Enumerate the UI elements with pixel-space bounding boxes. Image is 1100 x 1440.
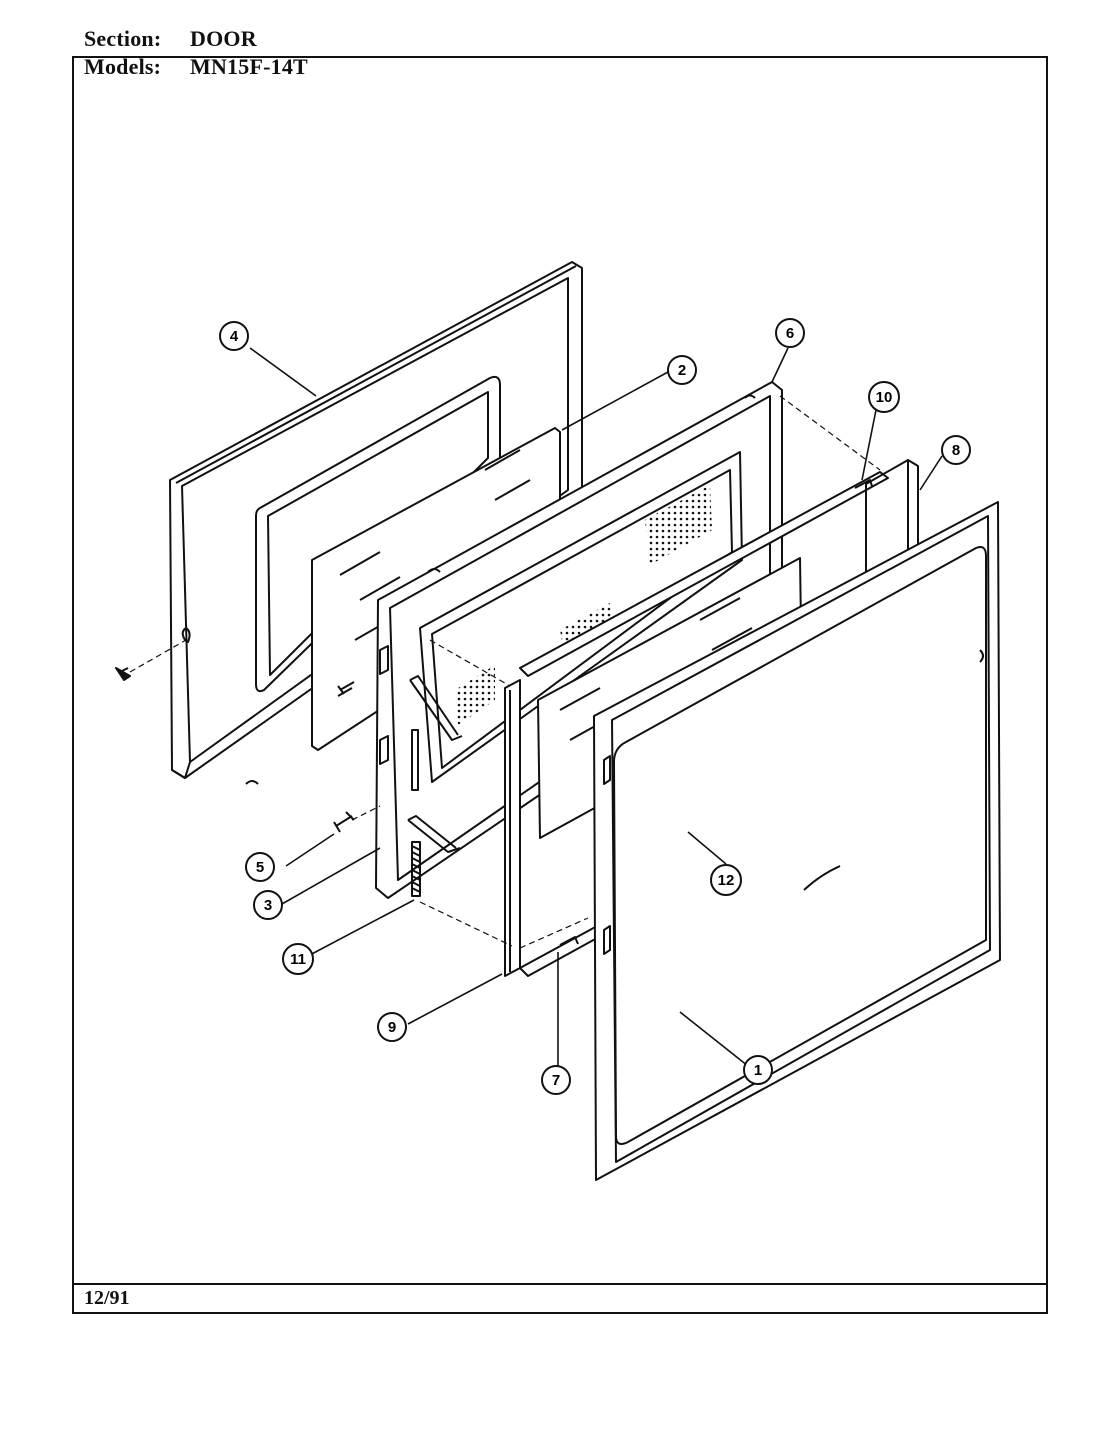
top-trim-channel xyxy=(519,471,889,677)
callout-12-label: 12 xyxy=(718,872,735,889)
callout-9: 9 xyxy=(377,1012,407,1042)
callout-5: 5 xyxy=(245,852,275,882)
revision-date: 12/91 xyxy=(84,1287,130,1309)
outer-door-panel xyxy=(169,261,583,785)
callout-8: 8 xyxy=(941,435,971,465)
callout-4: 4 xyxy=(219,321,249,351)
callout-12: 12 xyxy=(710,864,742,896)
screw xyxy=(115,667,355,833)
part-callouts: 1 2 3 4 5 6 7 8 9 10 11 12 xyxy=(219,318,971,1095)
callout-11: 11 xyxy=(282,943,314,975)
callout-5-label: 5 xyxy=(256,859,264,876)
section-value: DOOR xyxy=(190,26,257,51)
callout-6-label: 6 xyxy=(786,325,794,342)
callout-7-label: 7 xyxy=(552,1072,560,1089)
callout-11-label: 11 xyxy=(290,951,306,968)
footer-divider xyxy=(72,1283,1048,1285)
callout-3: 3 xyxy=(253,890,283,920)
callout-10-label: 10 xyxy=(876,389,893,406)
callout-1-label: 1 xyxy=(754,1062,762,1079)
callout-6: 6 xyxy=(775,318,805,348)
diagram-frame xyxy=(72,56,1048,1314)
callout-2: 2 xyxy=(667,355,697,385)
callout-8-label: 8 xyxy=(952,442,960,459)
callout-3-label: 3 xyxy=(264,897,272,914)
callout-1: 1 xyxy=(743,1055,773,1085)
models-label: Models: xyxy=(84,54,162,79)
callout-4-label: 4 xyxy=(230,328,239,345)
callout-9-label: 9 xyxy=(388,1019,396,1036)
hinge-assembly xyxy=(407,675,463,897)
callout-2-label: 2 xyxy=(678,362,686,379)
models-value: MN15F-14T xyxy=(190,54,308,79)
callout-7: 7 xyxy=(541,1065,571,1095)
callout-10: 10 xyxy=(868,381,900,413)
front-door-frame xyxy=(593,501,1001,1181)
section-label: Section: xyxy=(84,26,162,51)
side-channel xyxy=(504,679,521,977)
alignment-lines xyxy=(129,395,881,949)
leader-lines xyxy=(249,347,943,1074)
